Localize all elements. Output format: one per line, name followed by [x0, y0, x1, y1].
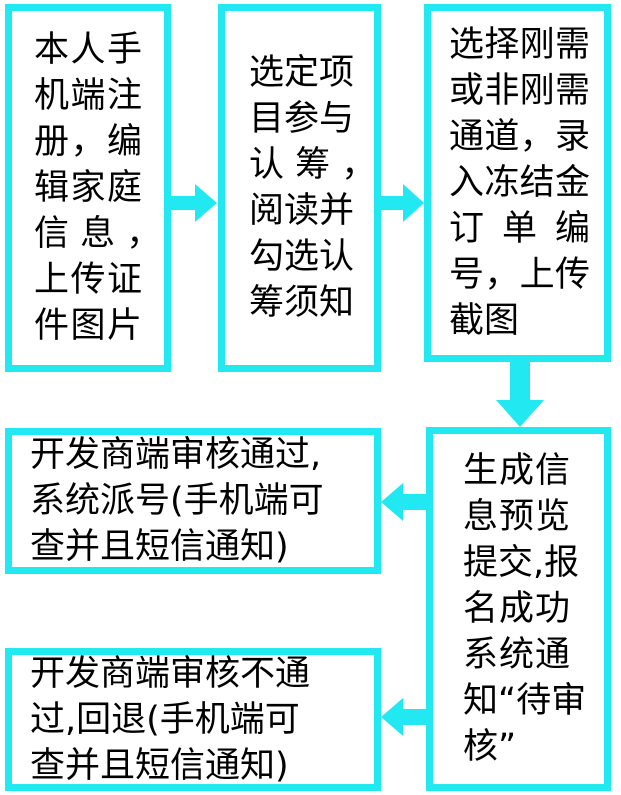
step-text-line: 目参与: [249, 99, 355, 139]
step-text-line: 查并且短信通知): [30, 527, 289, 567]
arrow-left-icon: [381, 483, 426, 521]
step-text-line: 开发商端审核通过,: [30, 435, 322, 475]
step-rejected: 开发商端审核不通 过,回退(手机端可 查并且短信通知): [5, 648, 381, 791]
step-text-line: 系统通: [463, 635, 570, 675]
step-text-line: 开发商端审核不通: [30, 653, 311, 694]
step-text-line: 选择刚需: [449, 25, 590, 65]
step-text-line: 册，编: [34, 122, 142, 162]
step-text-line: 选定项: [249, 53, 355, 93]
step-text-line: 通道，录: [449, 117, 590, 157]
step-text-line: 号，上传: [449, 255, 590, 295]
step-text-line: 截图: [449, 301, 520, 341]
step-text-line: 名成功: [463, 589, 570, 629]
step-text-line: 勾选认: [249, 237, 355, 277]
arrow-right-icon: [381, 184, 424, 222]
step-register: 本人手 机端注 册，编 辑家庭 信 息 ， 上传证 件图片: [5, 4, 171, 372]
step-text-line: 订 单 编: [449, 209, 590, 249]
step-text-line: 过,回退(手机端可: [30, 699, 300, 740]
step-text-line: 核”: [463, 727, 517, 767]
arrow-right-icon: [171, 184, 217, 222]
step-text-line: 提交,报: [463, 543, 580, 583]
step-text-line: 查并且短信通知): [30, 745, 289, 786]
step-text-line: 本人手: [34, 30, 142, 70]
step-text-line: 机端注: [34, 76, 142, 116]
step-preview-submit: 生成信 息预览 提交,报 名成功 系统通 知“待审 核”: [426, 427, 611, 791]
step-text-line: 件图片: [34, 306, 142, 346]
arrow-down-icon: [496, 362, 544, 427]
arrow-left-icon: [381, 698, 426, 736]
step-text-line: 认 筹 ，: [249, 145, 377, 185]
step-text-line: 入冻结金: [449, 163, 590, 203]
step-text-line: 知“待审: [463, 681, 587, 721]
step-select-project: 选定项 目参与 认 筹 ， 阅读并 勾选认 筹须知: [218, 4, 381, 372]
step-text-line: 信 息 ，: [34, 214, 162, 254]
step-text-line: 生成信: [463, 451, 570, 491]
step-approved: 开发商端审核通过, 系统派号(手机端可 查并且短信通知): [5, 428, 381, 574]
step-text-line: 上传证: [34, 260, 142, 300]
step-text-line: 阅读并: [249, 191, 355, 231]
step-text-line: 息预览: [463, 497, 570, 537]
step-text-line: 或非刚需: [449, 71, 590, 111]
step-text-line: 辑家庭: [34, 168, 142, 208]
step-text-line: 系统派号(手机端可: [30, 481, 324, 521]
step-choose-channel: 选择刚需 或非刚需 通道，录 入冻结金 订 单 编 号，上传 截图: [424, 4, 611, 362]
step-text-line: 筹须知: [249, 283, 355, 323]
